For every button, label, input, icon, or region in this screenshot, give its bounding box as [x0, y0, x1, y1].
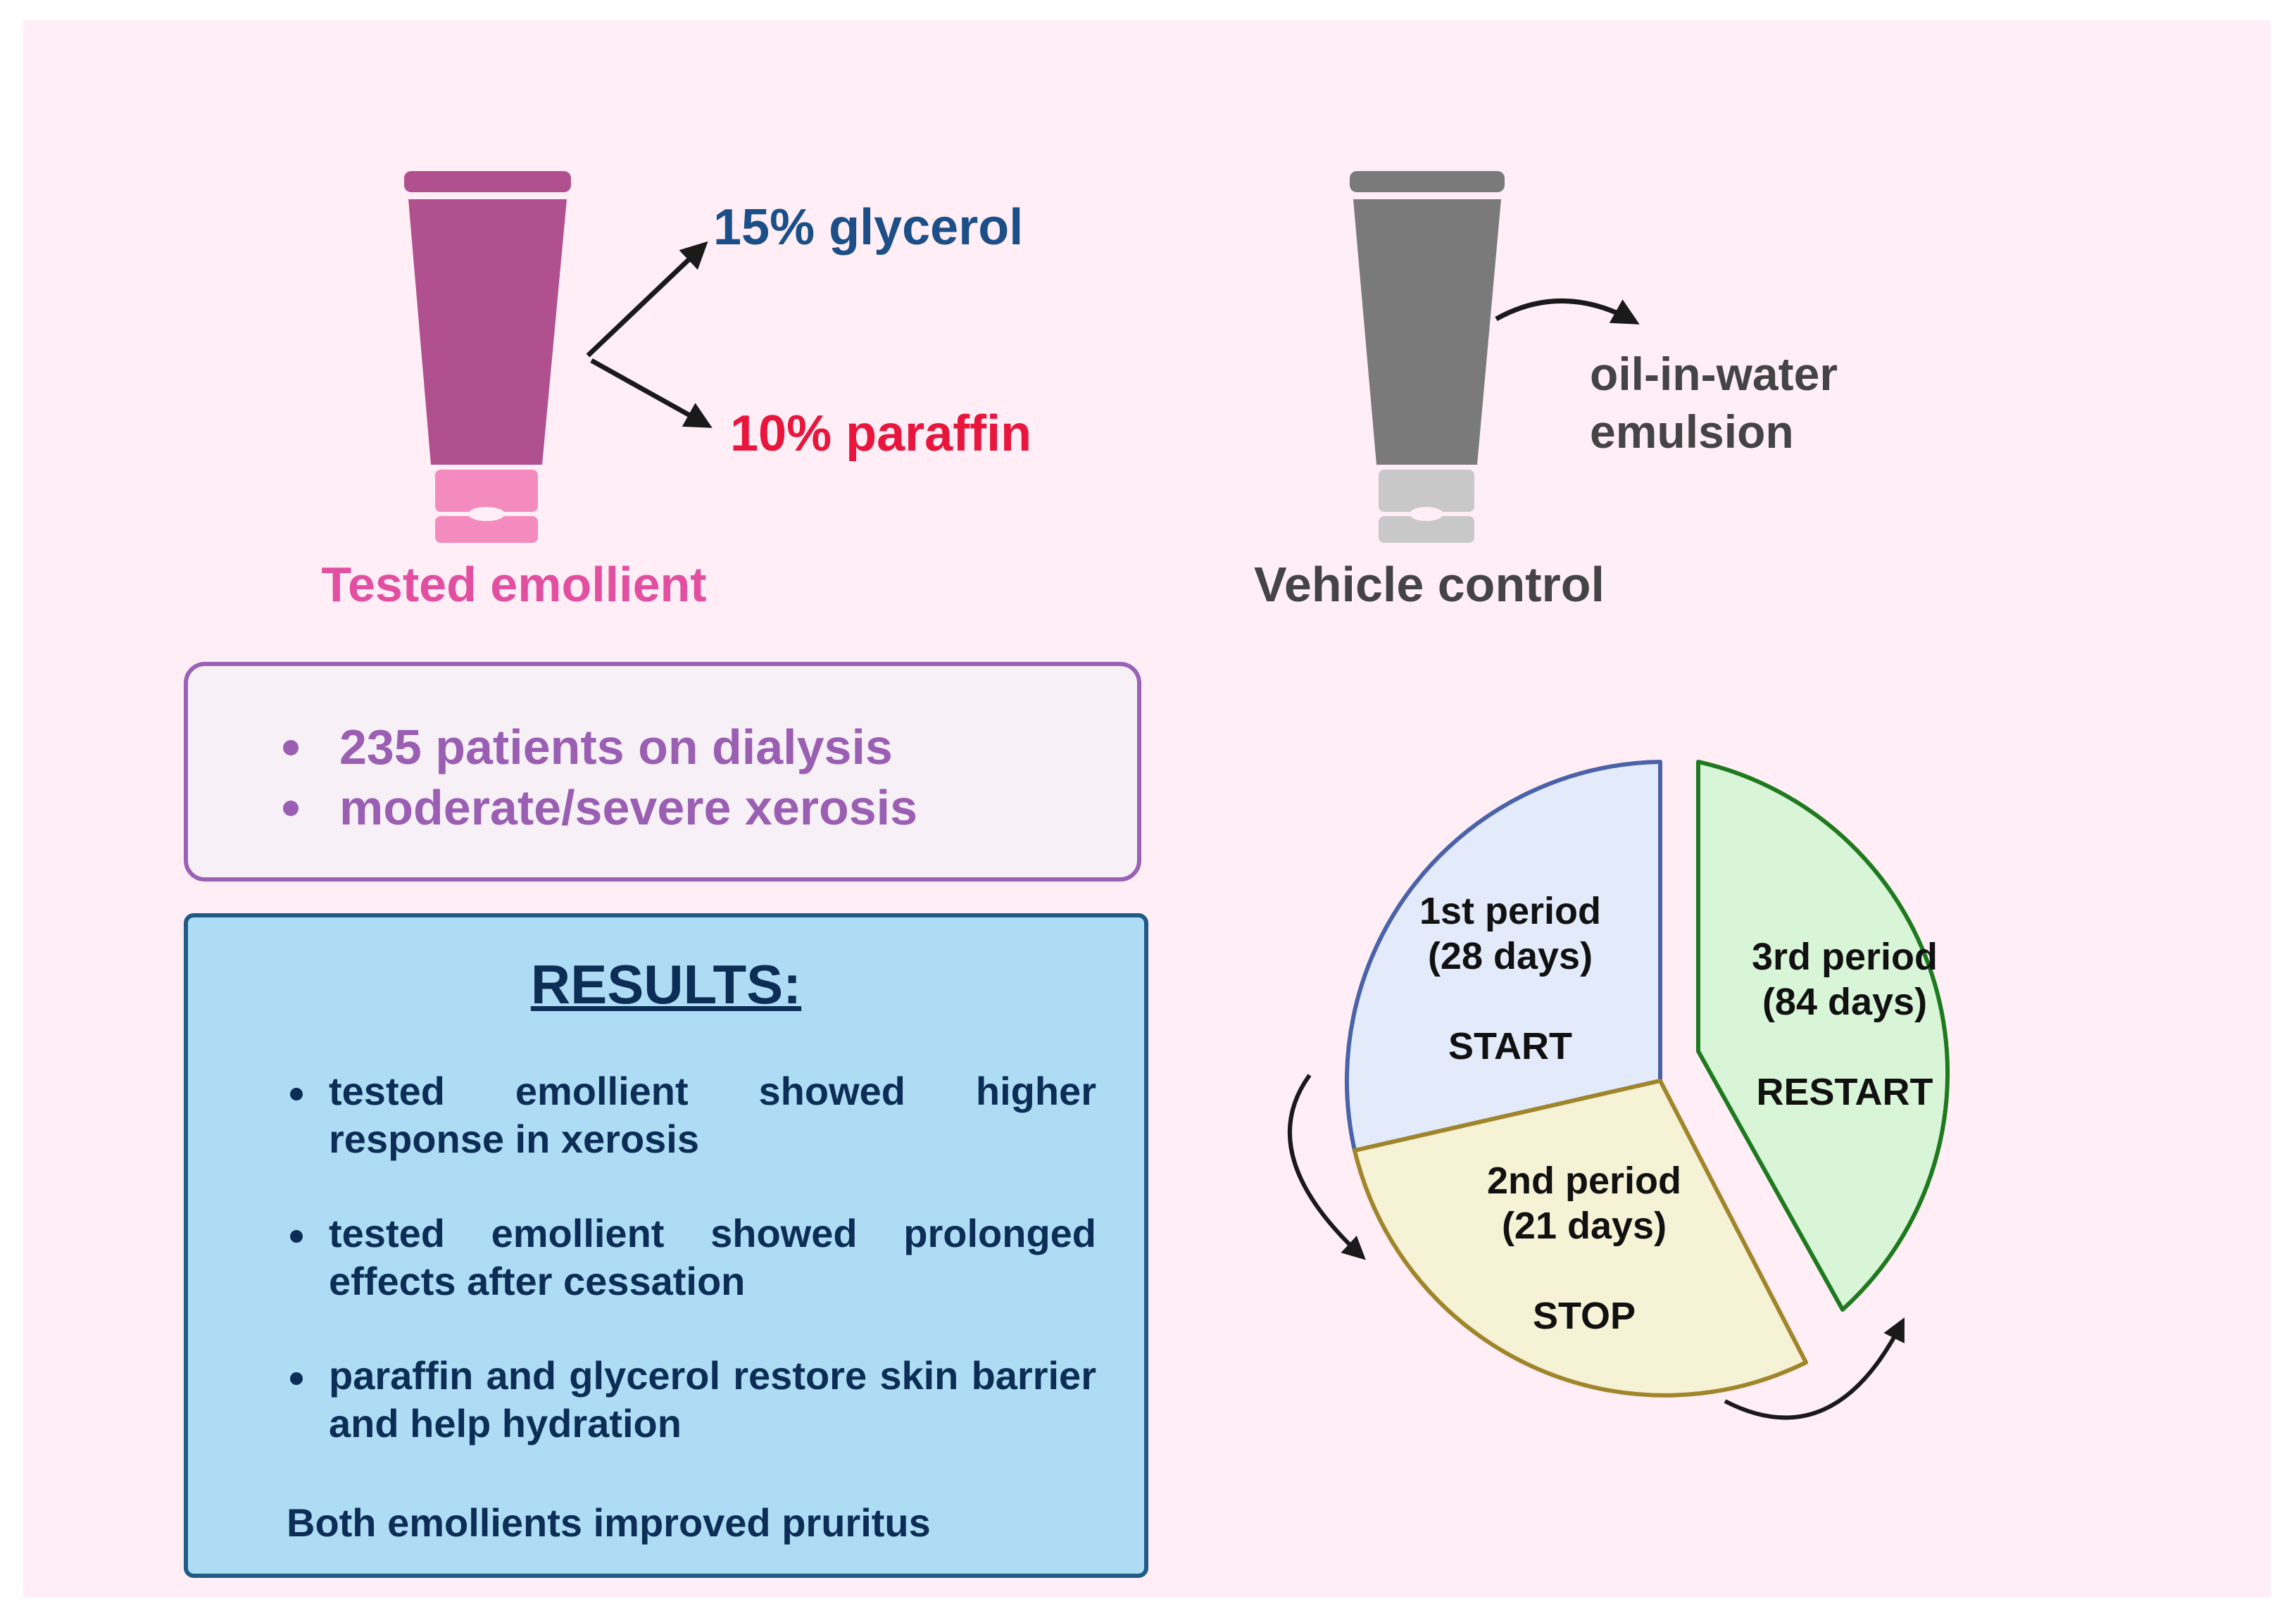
bullet-icon — [290, 1230, 303, 1243]
arrow-icon — [1288, 1074, 1366, 1260]
list-item: moderate/severe xerosis — [283, 777, 917, 838]
arrow-icon — [1495, 298, 1640, 325]
results-footer: Both emollients improved pruritus — [287, 1500, 931, 1545]
arrow-icon — [586, 241, 708, 358]
pie-slice-2nd-period — [1353, 1079, 1808, 1398]
ingredient-paraffin: 10% paraffin — [730, 406, 1032, 462]
period-duration: (21 days) — [1501, 1205, 1667, 1247]
emollient-tube-icon — [404, 171, 571, 543]
ingredient-glycerol: 15% glycerol — [713, 199, 1024, 256]
population-list: 235 patients on dialysis moderate/severe… — [283, 717, 917, 838]
period-duration: (84 days) — [1762, 981, 1928, 1023]
tested-emollient-label: Tested emollient — [321, 557, 707, 612]
period-duration: (28 days) — [1427, 935, 1593, 977]
arrow-icon — [590, 358, 713, 428]
period-1-label: 1st period (28 days) START — [1362, 889, 1658, 1069]
result-item: paraffin and glycerol restore skin barri… — [329, 1353, 1096, 1445]
vehicle-description-line: oil-in-water — [1590, 348, 1838, 400]
result-item: tested emollient showed prolonged effect… — [329, 1211, 1096, 1303]
arrow-icon — [1724, 1317, 1905, 1420]
period-name: 3rd period — [1751, 936, 1938, 978]
vehicle-description-line: emulsion — [1590, 406, 1794, 458]
results-title: RESULTS: — [530, 953, 802, 1015]
period-2-label: 2nd period (21 days) STOP — [1436, 1158, 1732, 1338]
result-item: tested emollient showed higher response … — [329, 1069, 1096, 1161]
period-action: RESTART — [1756, 1071, 1933, 1113]
population-box: 235 patients on dialysis moderate/severe… — [184, 662, 1141, 882]
pie-slice-1st-period — [1345, 760, 1662, 1153]
bullet-icon — [290, 1372, 303, 1385]
period-name: 2nd period — [1486, 1160, 1681, 1202]
vehicle-control-label: Vehicle control — [1254, 557, 1605, 612]
results-box: RESULTS: tested emollient showed higher … — [184, 913, 1148, 1578]
period-action: STOP — [1532, 1295, 1636, 1337]
period-3-label: 3rd period (84 days) RESTART — [1704, 934, 1986, 1115]
period-action: START — [1448, 1025, 1572, 1067]
period-name: 1st period — [1419, 890, 1602, 932]
bullet-icon — [290, 1088, 303, 1100]
pie-slice-3rd-period — [1696, 760, 1950, 1312]
vehicle-description: oil-in-water emulsion — [1590, 345, 1838, 460]
list-item: 235 patients on dialysis — [283, 717, 917, 777]
vehicle-tube-icon — [1350, 171, 1505, 543]
